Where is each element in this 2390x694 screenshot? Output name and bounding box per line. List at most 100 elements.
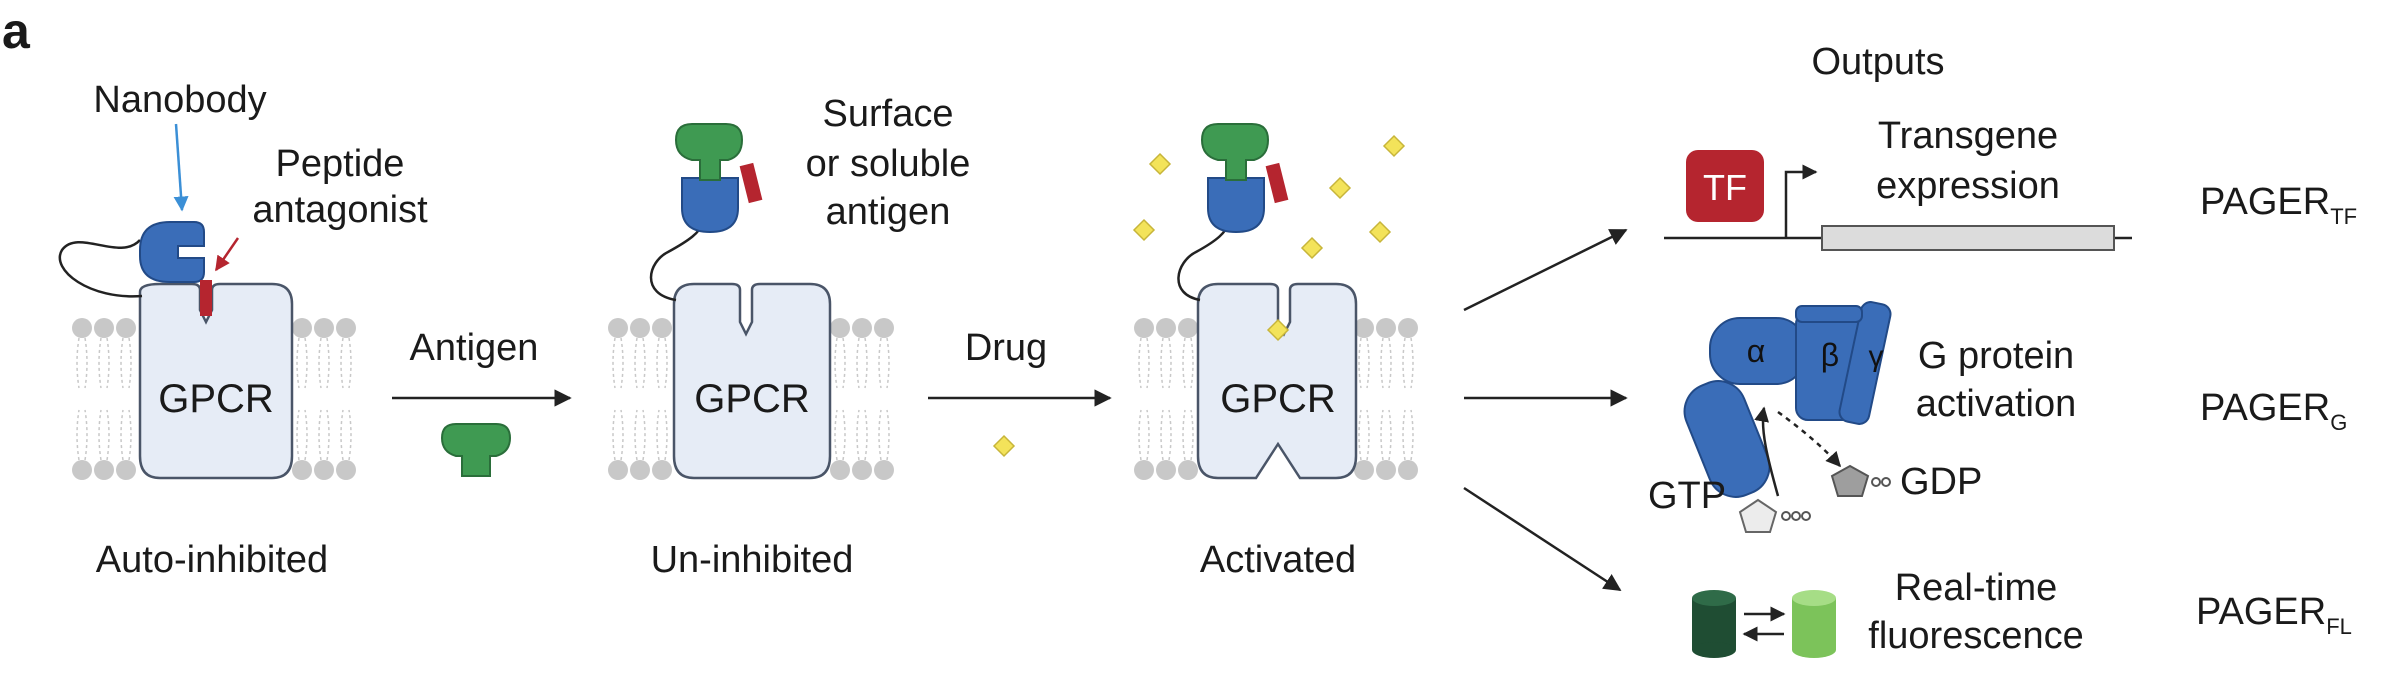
- lipid-head: [314, 460, 334, 480]
- transgene-label-2: expression: [1876, 165, 2060, 207]
- lipid-head: [652, 318, 672, 338]
- nanobody-pointer: [173, 123, 189, 212]
- drug-molecule: [1300, 236, 1324, 260]
- membrane-left-3: [1134, 318, 1198, 480]
- gpcr-receptor: [1196, 282, 1358, 480]
- lipid-head: [652, 460, 672, 480]
- panel-label: a: [2, 3, 31, 59]
- lipid-head: [116, 318, 136, 338]
- pager-tf-label: PAGERTF: [2200, 181, 2357, 229]
- lipid-head: [608, 460, 628, 480]
- gdp-label: GDP: [1900, 461, 1982, 503]
- state-activated: GPCR Activated: [1132, 123, 1418, 581]
- lipid-head: [314, 318, 334, 338]
- lipid-head: [292, 460, 312, 480]
- lipid-head: [874, 460, 894, 480]
- linker: [649, 223, 704, 302]
- membrane-right-1: [292, 318, 356, 480]
- lipid-head: [292, 318, 312, 338]
- g-beta-cap: [1795, 305, 1863, 323]
- free-drug-molecules: [1132, 134, 1406, 260]
- pager-name: PAGER: [2196, 591, 2326, 633]
- gamma-label: γ: [1869, 340, 1884, 373]
- gtp-label: GTP: [1648, 475, 1726, 517]
- lipid-tail: [1380, 409, 1392, 461]
- lipid-tail: [120, 409, 132, 461]
- lipid-head: [608, 318, 628, 338]
- transition-drug: Drug: [928, 327, 1112, 458]
- g-alpha-lower: [1683, 380, 1771, 498]
- lipid-head: [874, 318, 894, 338]
- lipid-tail: [340, 409, 352, 461]
- pager-g-label: PAGERG: [2200, 387, 2347, 435]
- outputs-header: Outputs: [1811, 41, 1944, 83]
- lipid-tail: [1138, 337, 1150, 389]
- lipid-tail: [656, 337, 668, 389]
- lipid-head: [852, 318, 872, 338]
- pager-subscript: TF: [2330, 204, 2357, 229]
- drug-molecule: [1132, 218, 1156, 242]
- lipid-head: [630, 318, 650, 338]
- transition-antigen: Antigen: [392, 327, 572, 477]
- lipid-head: [830, 460, 850, 480]
- gpcr-label: GPCR: [1220, 377, 1336, 421]
- lipid-head: [1134, 460, 1154, 480]
- transgene-label-1: Transgene: [1878, 115, 2058, 157]
- lipid-tail: [76, 337, 88, 389]
- lipid-tail: [634, 409, 646, 461]
- nanobody-label: Nanobody: [93, 79, 266, 121]
- membrane-left-2: [608, 318, 672, 480]
- pager-fl-label: PAGERFL: [2196, 591, 2352, 639]
- output-arrows: [1463, 228, 1628, 592]
- lipid-tail: [878, 409, 890, 461]
- arrow-to-transgene: [1463, 228, 1628, 312]
- g-gamma: [1838, 301, 1892, 425]
- lipid-head: [1178, 460, 1198, 480]
- tf-label: TF: [1703, 167, 1747, 208]
- gtp-molecule: [1738, 498, 1778, 533]
- lipid-tail: [834, 409, 846, 461]
- alpha-label: α: [1747, 333, 1766, 369]
- gtp-to-alpha-arrow: [1754, 406, 1780, 497]
- lipid-tail: [1380, 337, 1392, 389]
- gprotein-label-2: activation: [1916, 383, 2077, 425]
- lipid-head: [1156, 318, 1176, 338]
- pager-name: PAGER: [2200, 387, 2330, 429]
- fluorescence-label-1: Real-time: [1895, 567, 2058, 609]
- lipid-head: [1156, 460, 1176, 480]
- lipid-tail: [856, 409, 868, 461]
- output-transgene: TF Transgene expression PAGERTF: [1664, 115, 2357, 251]
- tf-box: [1686, 150, 1764, 222]
- lipid-tail: [1358, 337, 1370, 389]
- lipid-tail: [318, 337, 330, 389]
- antigen-label-1: Surface: [823, 93, 954, 135]
- lipid-tail: [656, 409, 668, 461]
- lipid-tail: [120, 337, 132, 389]
- drug-molecule: [1148, 152, 1172, 176]
- lipid-tail: [296, 409, 308, 461]
- promoter-arrow: [1784, 164, 1818, 238]
- state-caption: Auto-inhibited: [96, 539, 328, 581]
- gprotein-label-1: G protein: [1918, 335, 2074, 377]
- drug-molecule: [1368, 220, 1392, 244]
- peptide-antagonist: [200, 280, 212, 316]
- gpcr-receptor: [672, 282, 832, 480]
- lipid-head: [72, 460, 92, 480]
- gdp-release-arrow: [1777, 410, 1842, 468]
- gdp-molecule: [1830, 464, 1870, 497]
- lipid-head: [1376, 460, 1396, 480]
- peptide-pointer: [214, 237, 240, 272]
- lipid-tail: [1402, 337, 1414, 389]
- pager-subscript: FL: [2326, 614, 2352, 639]
- lipid-tail: [878, 337, 890, 389]
- lipid-head: [1354, 318, 1374, 338]
- lipid-head: [852, 460, 872, 480]
- lipid-head: [94, 460, 114, 480]
- lipid-head: [72, 318, 92, 338]
- lipid-head: [336, 318, 356, 338]
- lipid-head: [1398, 318, 1418, 338]
- bound-drug: [1266, 318, 1290, 342]
- antigen-label-2: or soluble: [806, 143, 971, 185]
- state-caption: Un-inhibited: [651, 539, 854, 581]
- lipid-head: [116, 460, 136, 480]
